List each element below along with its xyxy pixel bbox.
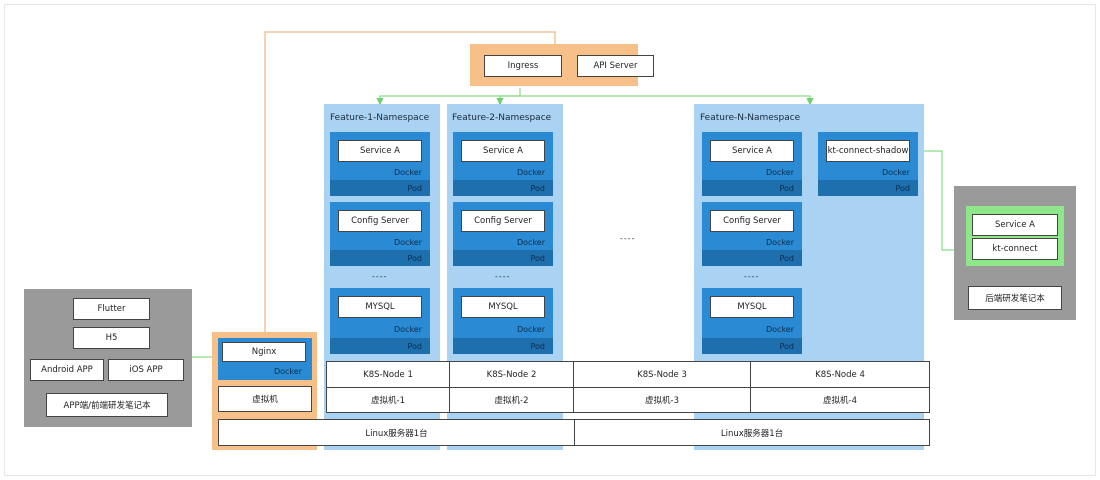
pod-label: Pod <box>779 254 794 263</box>
api-server-box: API Server <box>577 55 654 77</box>
docker-label: Docker <box>516 168 545 177</box>
service-a-box: Service A <box>461 140 545 162</box>
pod-label: Pod <box>779 184 794 193</box>
h5-box: H5 <box>73 327 150 349</box>
pod: Service A Docker Pod <box>330 132 430 196</box>
docker-label: Docker <box>274 367 303 376</box>
docker-label: Docker <box>393 238 422 247</box>
linux-server-cell: Linux服务器1台 <box>575 420 930 446</box>
namespace-title: Feature-N-Namespace <box>700 113 801 123</box>
vm-cell: 虚拟机-1 <box>327 388 450 413</box>
docker-label: Docker <box>765 325 794 334</box>
service-a-local-box: Service A <box>972 214 1058 236</box>
vm-cell: 虚拟机-2 <box>450 388 574 413</box>
more-pods-ellipsis: ---- <box>372 272 388 281</box>
pod: Config Server Docker Pod <box>330 202 430 266</box>
vm-cell: 虚拟机-3 <box>574 388 751 413</box>
docker-label: Docker <box>393 325 422 334</box>
namespace-title: Feature-2-Namespace <box>452 113 552 123</box>
more-namespaces-ellipsis: ---- <box>620 234 636 243</box>
service-a-box: Service A <box>710 140 794 162</box>
mysql-box: MYSQL <box>710 296 794 318</box>
config-server-box: Config Server <box>710 210 794 232</box>
pod-label: Pod <box>530 342 545 351</box>
docker-label: Docker <box>516 238 545 247</box>
service-a-box: Service A <box>338 140 422 162</box>
mysql-box: MYSQL <box>461 296 545 318</box>
pod-label: Pod <box>530 254 545 263</box>
node-vm-table: K8S-Node 1 K8S-Node 2 K8S-Node 3 K8S-Nod… <box>326 361 930 413</box>
kt-connect-shadow-box: kt-connect-shadow <box>826 140 910 162</box>
pod: Config Server Docker Pod <box>702 202 802 266</box>
docker-label: Docker <box>393 168 422 177</box>
android-app-box: Android APP <box>30 359 104 381</box>
docker-label: Docker <box>765 168 794 177</box>
ingress-box: Ingress <box>484 55 562 77</box>
ios-app-box: iOS APP <box>108 359 184 381</box>
pod-label: Pod <box>779 342 794 351</box>
pod: MYSQL Docker Pod <box>453 288 553 354</box>
pod-label: Pod <box>895 184 910 193</box>
flutter-box: Flutter <box>73 298 150 320</box>
config-server-box: Config Server <box>338 210 422 232</box>
nginx-vm-box: 虚拟机 <box>218 386 312 412</box>
pod: Service A Docker Pod <box>702 132 802 196</box>
nginx-box: Nginx <box>222 342 306 362</box>
more-pods-ellipsis: ---- <box>744 272 760 281</box>
config-server-box: Config Server <box>461 210 545 232</box>
k8s-node-cell: K8S-Node 2 <box>450 362 574 388</box>
pod: Service A Docker Pod <box>453 132 553 196</box>
k8s-node-cell: K8S-Node 3 <box>574 362 751 388</box>
pod-label: Pod <box>407 254 422 263</box>
docker-label: Docker <box>881 168 910 177</box>
docker-label: Docker <box>516 325 545 334</box>
frontend-laptop-label: APP端/前端研发笔记本 <box>46 393 168 417</box>
pod: MYSQL Docker Pod <box>330 288 430 354</box>
pod: MYSQL Docker Pod <box>702 288 802 354</box>
docker-label: Docker <box>765 238 794 247</box>
more-pods-ellipsis: ---- <box>495 272 511 281</box>
k8s-node-cell: K8S-Node 1 <box>327 362 450 388</box>
mysql-box: MYSQL <box>338 296 422 318</box>
pod-label: Pod <box>530 184 545 193</box>
diagram-frame <box>4 4 1096 476</box>
pod-label: Pod <box>407 184 422 193</box>
pod: Config Server Docker Pod <box>453 202 553 266</box>
kt-connect-box: kt-connect <box>972 238 1058 260</box>
namespace-title: Feature-1-Namespace <box>330 113 430 123</box>
linux-server-cell: Linux服务器1台 <box>219 420 575 446</box>
pod: kt-connect-shadow Docker Pod <box>818 132 918 196</box>
vm-cell: 虚拟机-4 <box>751 388 930 413</box>
linux-server-row: Linux服务器1台 Linux服务器1台 <box>218 419 930 446</box>
pod-label: Pod <box>407 342 422 351</box>
k8s-node-cell: K8S-Node 4 <box>751 362 930 388</box>
backend-laptop-label: 后端研发笔记本 <box>968 286 1062 310</box>
